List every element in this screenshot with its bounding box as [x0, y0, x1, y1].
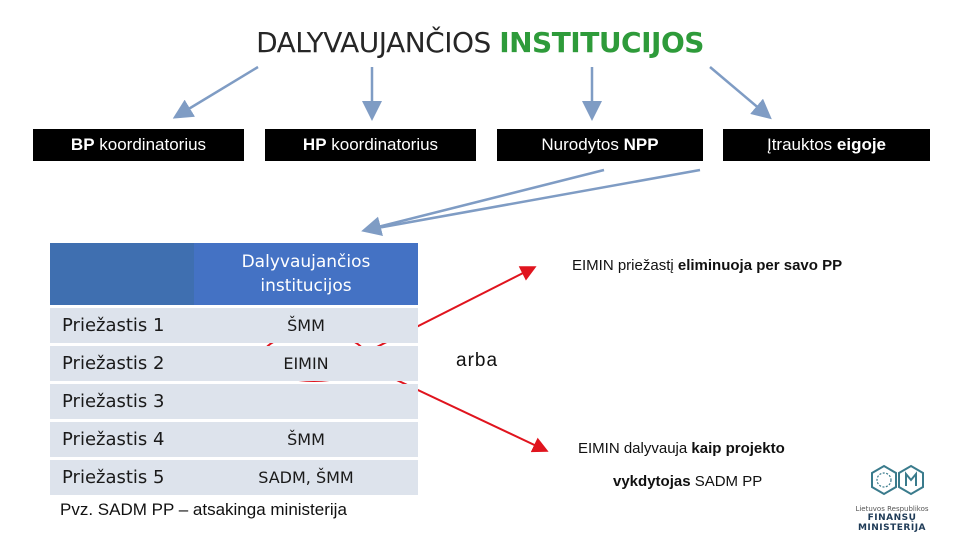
table-row: Priežastis 2 EIMIN	[50, 346, 418, 381]
table-row: Priežastis 5 SADM, ŠMM	[50, 460, 418, 495]
table-header: Dalyvaujančios institucijos	[194, 243, 418, 305]
eigoje-label: Įtrauktos	[766, 135, 837, 154]
table-row: Priežastis 4 ŠMM	[50, 422, 418, 457]
institution-cell: ŠMM	[194, 422, 418, 457]
ministry-logo: Lietuvos Respublikos FINANSŲ MINISTERIJA	[834, 462, 950, 536]
bp-coordinator-box: BP koordinatorius	[33, 129, 244, 161]
bp-label-bold: BP	[70, 135, 95, 154]
reason-cell: Priežastis 5	[50, 460, 194, 495]
npp-label: Nurodytos	[541, 135, 624, 154]
option-participate-text: EIMIN dalyvauja	[578, 440, 692, 457]
page-title: DALYVAUJANČIOS INSTITUCIJOS	[0, 26, 960, 59]
bp-label: koordinatorius	[94, 135, 207, 154]
option-participate-bold2: vykdytojas	[613, 473, 691, 490]
reason-cell: Priežastis 3	[50, 384, 194, 419]
option-participate-tail: SADM PP	[690, 473, 763, 490]
reasons-table: Dalyvaujančios institucijos Priežastis 1…	[50, 240, 418, 498]
table-header-row: Dalyvaujančios institucijos	[50, 243, 418, 305]
reason-cell: Priežastis 2	[50, 346, 194, 381]
arrow-eigoje-to-table	[365, 168, 701, 232]
logo-emblem-icon	[871, 464, 924, 496]
option-eliminate-text: EIMIN priežastį	[572, 257, 678, 274]
institution-cell: SADM, ŠMM	[194, 460, 418, 495]
hp-label-bold: HP	[302, 135, 327, 154]
npp-label-bold: NPP	[623, 135, 659, 154]
eigoje-box: Įtrauktos eigoje	[723, 129, 930, 161]
table-row: Priežastis 3	[50, 384, 418, 419]
option-eliminate-tail: per savo PP	[752, 257, 843, 274]
eigoje-label-bold: eigoje	[836, 135, 887, 154]
arrow-to-eigoje	[709, 66, 772, 120]
arrow-to-bp	[172, 65, 259, 119]
institution-cell	[194, 384, 418, 419]
title-text: DALYVAUJANČIOS	[256, 26, 500, 59]
logo-line1: Lietuvos Respublikos	[855, 505, 929, 513]
reason-cell: Priežastis 4	[50, 422, 194, 457]
option-participate-line1: EIMIN dalyvauja kaip projekto	[578, 440, 785, 457]
npp-box: Nurodytos NPP	[497, 129, 703, 161]
option-eliminate: EIMIN priežastį eliminuoja per savo PP	[572, 257, 842, 274]
example-note: Pvz. SADM PP – atsakinga ministerija	[60, 500, 347, 519]
option-participate-bold: kaip projekto	[691, 440, 785, 457]
title-highlight: INSTITUCIJOS	[499, 26, 704, 59]
hp-coordinator-box: HP koordinatorius	[265, 129, 476, 161]
option-eliminate-bold: eliminuoja	[677, 257, 753, 274]
option-participate-line2: vykdytojas SADM PP	[613, 473, 762, 490]
or-label: arba	[456, 350, 499, 371]
arrow-npp-to-table	[361, 168, 605, 237]
reason-cell: Priežastis 1	[50, 308, 194, 343]
table-header-empty	[50, 243, 194, 305]
table-row: Priežastis 1 ŠMM	[50, 308, 418, 343]
institution-cell: EIMIN	[194, 346, 418, 381]
logo-line2: FINANSŲ MINISTERIJA	[857, 513, 927, 533]
hp-label: koordinatorius	[326, 135, 439, 154]
institution-cell: ŠMM	[194, 308, 418, 343]
